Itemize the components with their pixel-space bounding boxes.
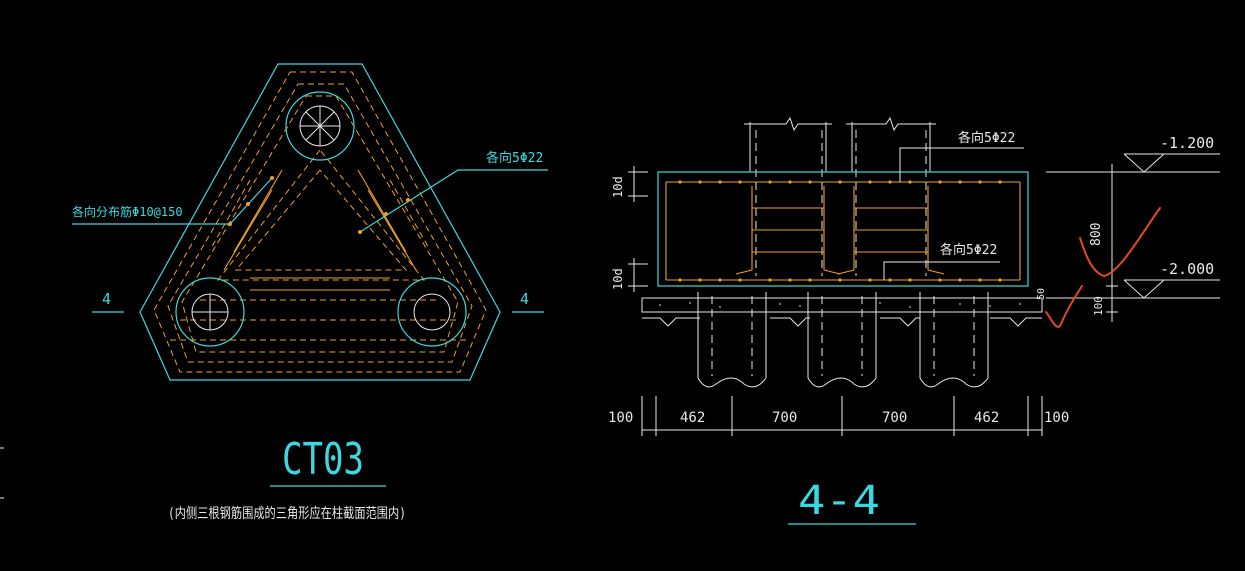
dim-height: 800: [1089, 223, 1104, 246]
section-mark-right: 4: [520, 290, 529, 308]
dim-horizontal-ticks: [641, 396, 1043, 436]
dim-h-2: 700: [772, 410, 797, 426]
leader-main-bars: [359, 169, 548, 233]
red-check-mark-upper: [1079, 207, 1161, 278]
cushion-hatch: [659, 302, 1021, 308]
pile-section-2: [807, 292, 877, 388]
dim-h-4: 462: [974, 410, 999, 426]
dim-anchor-bottom: 10d: [611, 268, 625, 290]
red-check-mark-lower: [1045, 285, 1083, 328]
cap-section: [657, 171, 1029, 287]
leader-dot: [246, 202, 250, 206]
elevation-top: -1.200: [1160, 134, 1214, 152]
elevation-bottom: -2.000: [1160, 260, 1214, 278]
leader-dot: [270, 176, 274, 180]
section-mark-left: 4: [102, 290, 111, 308]
dim-h-3: 700: [882, 410, 907, 426]
pile-section-1: [697, 292, 767, 388]
dim-anchor-top: 10d: [611, 176, 625, 198]
column-stirrups: [735, 186, 945, 275]
pile-left: [175, 277, 245, 347]
plan-view: 各向分布筋Φ10@150 各向5Φ22 4 4 CT03 (内侧三根钢筋围成的三…: [72, 63, 548, 522]
label-top-bars: 各向5Φ22: [958, 130, 1015, 146]
plan-note: (内侧三根钢筋围成的三角形应在柱截面范围内): [168, 505, 406, 522]
leader-dot: [358, 230, 362, 234]
dim-h-0: 100: [608, 410, 633, 426]
label-distribution-bars: 各向分布筋Φ10@150: [72, 204, 183, 219]
dim-h-5: 100: [1044, 410, 1069, 426]
label-bottom-bars: 各向5Φ22: [940, 242, 997, 258]
bottom-bar-dots: [678, 278, 1002, 282]
main-bars: [223, 169, 417, 291]
distribution-bars-inner: [170, 149, 470, 341]
cushion-layer: [641, 297, 1043, 313]
section-view: 各向5Φ22 各向5Φ22 10d 10d: [608, 116, 1220, 525]
pile-right: [397, 277, 467, 347]
pile-section-3: [919, 292, 989, 388]
ground-hatch: [642, 317, 1042, 327]
top-bar-dots: [678, 180, 1002, 184]
leader-dot: [384, 212, 388, 216]
leader-bottom-bars: [883, 261, 1000, 280]
leader-dot: [406, 198, 410, 202]
dim-cushion: 100: [1092, 296, 1105, 316]
dim-cover: 50: [1036, 288, 1047, 300]
elevation-symbol-bottom: [1123, 279, 1166, 299]
leader-dot: [228, 222, 232, 226]
section-title: 4-4: [798, 478, 880, 524]
pile-top: [285, 91, 355, 161]
leader-top-bars: [899, 147, 1024, 182]
label-main-bars: 各向5Φ22: [486, 150, 543, 166]
dim-h-1: 462: [680, 410, 705, 426]
cap-outline: [139, 63, 501, 381]
elevation-symbol-top: [1123, 153, 1166, 173]
plan-title: CT03: [282, 434, 364, 485]
